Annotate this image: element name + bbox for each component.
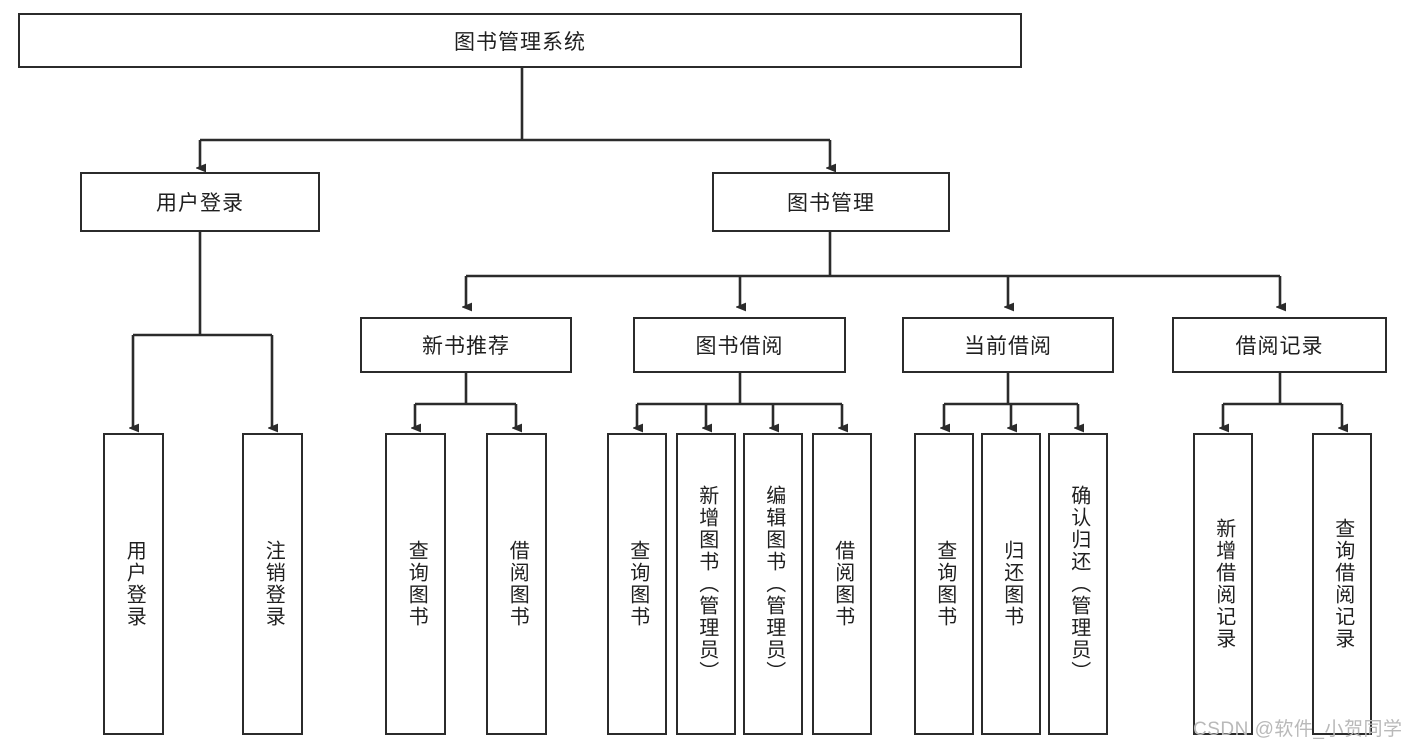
- node-book-borrow-label: 图书借阅: [695, 335, 784, 358]
- leaf-query-book-2[interactable]: 查询图书: [607, 433, 667, 735]
- leaf-return-book[interactable]: 归还图书: [981, 433, 1041, 735]
- leaf-query-book-2-label: 查询图书: [626, 540, 649, 628]
- node-book-borrow[interactable]: 图书借阅: [633, 317, 846, 373]
- node-borrow-record-label: 借阅记录: [1235, 335, 1324, 358]
- leaf-add-borrow-record[interactable]: 新增借阅记录: [1193, 433, 1253, 735]
- leaf-query-book-3-label: 查询图书: [933, 540, 956, 628]
- leaf-borrow-book-1[interactable]: 借阅图书: [486, 433, 547, 735]
- leaf-add-book-label: 新增图书（管理员）: [695, 485, 718, 683]
- leaf-query-book-1[interactable]: 查询图书: [385, 433, 446, 735]
- leaf-add-book[interactable]: 新增图书（管理员）: [676, 433, 736, 735]
- node-book-manage-label: 图书管理: [787, 192, 875, 215]
- node-borrow-record[interactable]: 借阅记录: [1172, 317, 1387, 373]
- leaf-edit-book-label: 编辑图书（管理员）: [762, 485, 785, 683]
- leaf-borrow-book-2-label: 借阅图书: [831, 540, 854, 628]
- leaf-borrow-book-1-label: 借阅图书: [506, 540, 529, 628]
- leaf-borrow-book-2[interactable]: 借阅图书: [812, 433, 872, 735]
- leaf-edit-book[interactable]: 编辑图书（管理员）: [743, 433, 803, 735]
- node-user-login[interactable]: 用户登录: [80, 172, 320, 232]
- leaf-query-book-1-label: 查询图书: [405, 540, 428, 628]
- leaf-confirm-return[interactable]: 确认归还（管理员）: [1048, 433, 1108, 735]
- node-new-book-recommend[interactable]: 新书推荐: [360, 317, 572, 373]
- node-current-borrow-label: 当前借阅: [964, 335, 1052, 358]
- leaf-query-borrow-record-label: 查询借阅记录: [1331, 518, 1354, 650]
- leaf-return-book-label: 归还图书: [1000, 540, 1023, 628]
- node-root-system-label: 图书管理系统: [454, 30, 586, 54]
- node-root-system[interactable]: 图书管理系统: [18, 13, 1022, 68]
- leaf-query-borrow-record[interactable]: 查询借阅记录: [1312, 433, 1372, 735]
- leaf-add-borrow-record-label: 新增借阅记录: [1212, 518, 1235, 650]
- leaf-confirm-return-label: 确认归还（管理员）: [1067, 485, 1090, 683]
- leaf-query-book-3[interactable]: 查询图书: [914, 433, 974, 735]
- csdn-watermark: CSDN @软件_小贺同学: [1193, 719, 1403, 740]
- node-new-book-recommend-label: 新书推荐: [422, 335, 510, 358]
- node-user-login-label: 用户登录: [156, 192, 244, 215]
- leaf-logout-login[interactable]: 注销登录: [242, 433, 303, 735]
- node-current-borrow[interactable]: 当前借阅: [902, 317, 1114, 373]
- node-book-manage[interactable]: 图书管理: [712, 172, 950, 232]
- leaf-user-login[interactable]: 用户登录: [103, 433, 164, 735]
- leaf-logout-login-label: 注销登录: [262, 540, 285, 628]
- leaf-user-login-label: 用户登录: [123, 540, 146, 628]
